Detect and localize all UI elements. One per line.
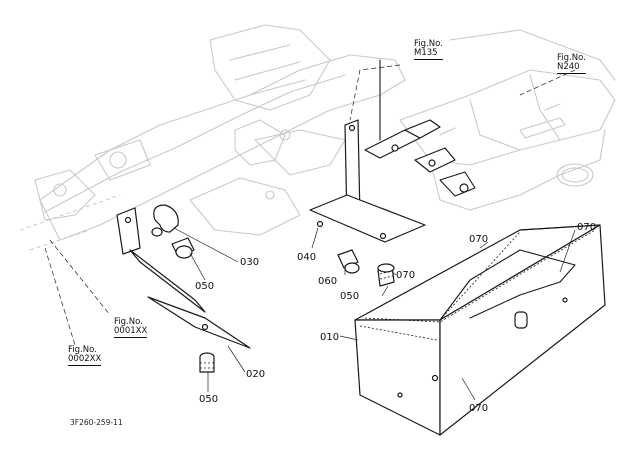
cap-050-bottom (199, 352, 215, 373)
cap-050-mid (377, 263, 395, 287)
fig-ref-label: Fig.No. (557, 53, 586, 63)
plug-060 (337, 249, 360, 274)
callout-070-mid: 070 (396, 270, 416, 281)
callout-010: 010 (320, 332, 340, 343)
tool-box-010 (354, 224, 606, 436)
callout-060: 060 (318, 276, 338, 287)
upper-bracket (364, 59, 476, 197)
bracket-040 (309, 119, 426, 243)
fig-ref-0002xx: Fig.No. 0002XX (68, 345, 102, 366)
callout-070-top: 070 (469, 234, 489, 245)
fig-ref-number: M135 (414, 49, 443, 60)
callout-050-bottom: 050 (199, 394, 219, 405)
leader-lines (44, 64, 576, 401)
fig-ref-label: Fig.No. (414, 39, 443, 49)
fig-ref-0001xx: Fig.No. 0001XX (114, 317, 148, 338)
fig-ref-number: 0001XX (114, 326, 148, 338)
fig-ref-number: N240 (557, 63, 586, 74)
callout-040: 040 (297, 252, 317, 263)
callout-020: 020 (246, 369, 266, 380)
fig-ref-number: 0002XX (68, 354, 102, 366)
callout-050-left: 050 (195, 281, 215, 292)
pedal-020 (116, 207, 251, 349)
fig-ref-n240: Fig.No. N240 (557, 54, 586, 74)
callout-070-right: 070 (577, 222, 597, 233)
fig-ref-m135: Fig.No. M135 (414, 40, 443, 60)
clip-030 (151, 204, 179, 237)
cap-050-left (171, 237, 195, 259)
drawing-reference: 3F260-259-11 (70, 418, 123, 427)
callout-050-mid: 050 (340, 291, 360, 302)
callout-030: 030 (240, 257, 260, 268)
frame-ghost (19, 24, 616, 251)
fig-ref-label: Fig.No. (68, 345, 97, 355)
callout-070-bottom: 070 (469, 403, 489, 414)
fig-ref-label: Fig.No. (114, 317, 143, 327)
